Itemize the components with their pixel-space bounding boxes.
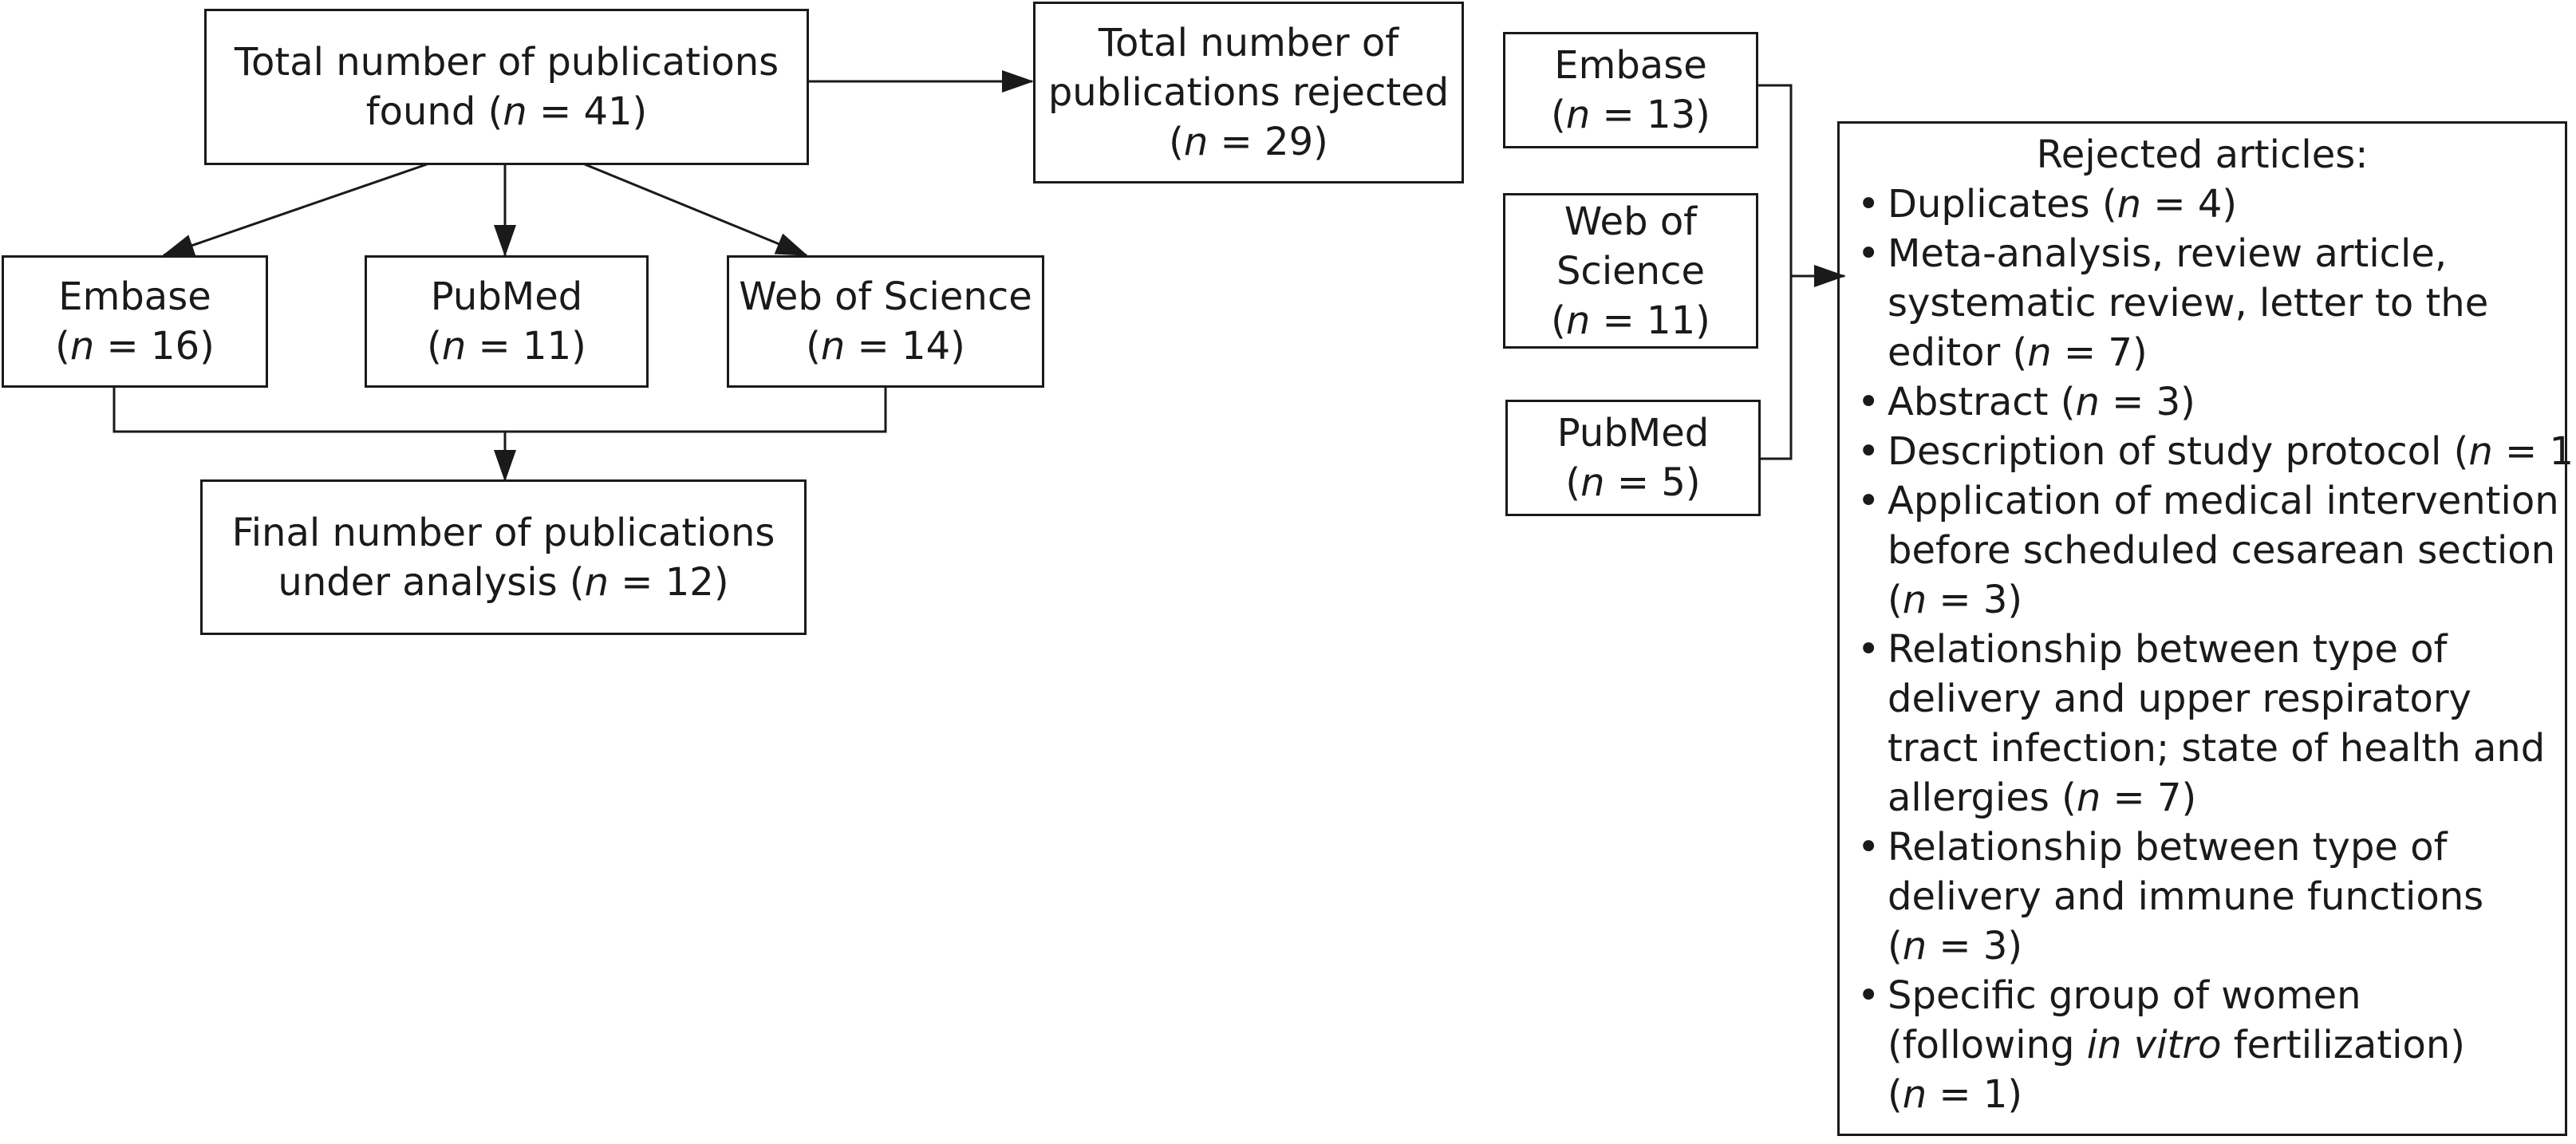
- list-item: Application of medical intervention befo…: [1854, 476, 2565, 625]
- rejected-articles-header: Rejected articles:: [2036, 132, 2369, 177]
- rejected-source-name-line2: Science: [1556, 248, 1706, 294]
- rejected-articles-box: Rejected articles: Duplicates (n = 4) Me…: [1837, 121, 2576, 1136]
- source-count: (n = 11): [427, 324, 586, 369]
- total-found-box: Total number of publications found (n = …: [204, 9, 809, 165]
- source-name: PubMed: [430, 274, 583, 319]
- merge-connector: [112, 388, 887, 433]
- total-rejected-box: Total number of publications rejected (n…: [1033, 2, 1464, 183]
- rejected-articles-list: Duplicates (n = 4) Meta-analysis, review…: [1854, 179, 2576, 1119]
- list-item: Duplicates (n = 4): [1854, 179, 2565, 229]
- source-box-web-of-science: Web of Science (n = 14): [727, 255, 1044, 388]
- rejected-source-count: (n = 13): [1551, 93, 1710, 137]
- rejected-source-box-pubmed: PubMed (n = 5): [1505, 400, 1761, 516]
- rejected-source-box-embase: Embase (n = 13): [1503, 32, 1758, 148]
- total-rejected-line2: publications rejected: [1047, 70, 1450, 115]
- source-box-pubmed: PubMed (n = 11): [365, 255, 649, 388]
- rejected-source-count: (n = 5): [1565, 460, 1701, 505]
- list-item: Specific group of women (following in vi…: [1854, 971, 2565, 1119]
- total-found-line1: Total number of publications: [234, 40, 779, 85]
- bracket-rejected-sources: [1758, 84, 1793, 460]
- source-name: Web of Science: [739, 274, 1032, 319]
- final-line1: Final number of publications: [231, 510, 775, 555]
- source-name: Embase: [58, 274, 211, 319]
- list-item: Description of study protocol (n = 1): [1854, 427, 2576, 476]
- rejected-source-name: PubMed: [1556, 411, 1710, 456]
- final-publications-box: Final number of publications under analy…: [200, 479, 807, 635]
- final-line2: under analysis (n = 12): [278, 559, 729, 605]
- list-item: Relationship between type of delivery an…: [1854, 625, 2565, 822]
- list-item: Abstract (n = 3): [1854, 377, 2565, 427]
- list-item: Relationship between type of delivery an…: [1854, 822, 2565, 971]
- source-box-embase: Embase (n = 16): [2, 255, 268, 388]
- arrow-found-to-embase: [162, 163, 428, 257]
- list-item: Meta-analysis, review article, systemati…: [1854, 229, 2565, 377]
- total-found-line2: found (n = 41): [365, 89, 648, 134]
- source-count: (n = 16): [55, 324, 215, 369]
- source-count: (n = 14): [806, 324, 965, 369]
- arrow-found-to-wos: [584, 163, 808, 257]
- rejected-source-name-line1: Web of: [1564, 199, 1698, 244]
- rejected-source-box-web-of-science: Web of Science (n = 11): [1503, 193, 1758, 349]
- rejected-source-name: Embase: [1554, 43, 1707, 88]
- rejected-source-count: (n = 11): [1551, 298, 1710, 343]
- total-rejected-line3: (n = 29): [1169, 120, 1328, 164]
- total-rejected-line1: Total number of: [1098, 21, 1399, 65]
